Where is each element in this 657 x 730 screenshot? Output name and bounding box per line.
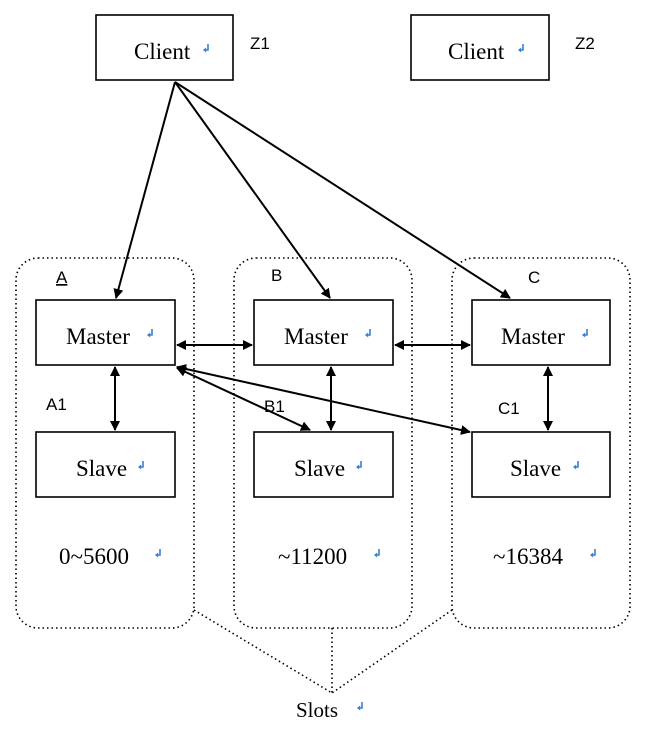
arrow-master-a-slave-c <box>176 364 471 435</box>
master-a-label: Master <box>66 324 130 349</box>
client-z2-tag: Z2 <box>575 34 595 53</box>
return-arrow-icon <box>154 548 161 559</box>
arrow-client-to-master-b <box>174 81 331 299</box>
group-a-container <box>15 257 195 629</box>
return-arrow-icon <box>356 701 363 712</box>
master-b-label: Master <box>284 324 348 349</box>
arrow-master-a-slave-b <box>176 367 311 431</box>
cluster-arrows <box>110 340 553 435</box>
group-b-range: ~11200 <box>278 544 347 569</box>
arrow-client-to-master-c <box>174 81 511 299</box>
master-c-box[interactable] <box>471 299 611 366</box>
client-z1-tag: Z1 <box>250 34 270 53</box>
client-arrows <box>113 81 511 299</box>
slave-b-label: Slave <box>294 456 345 481</box>
group-c-container <box>451 257 631 629</box>
slave-c-box[interactable] <box>471 431 611 498</box>
group-b-tag: B <box>271 266 282 285</box>
master-c-label: Master <box>501 324 565 349</box>
client-z1-box[interactable] <box>95 14 234 81</box>
slave-c-label: Slave <box>510 456 561 481</box>
group-c-range: ~16384 <box>493 544 563 569</box>
slots-connectors <box>193 609 453 694</box>
group-a-tag: A <box>56 268 68 287</box>
slave-a-tag: A1 <box>46 395 67 414</box>
slave-a-label: Slave <box>76 456 127 481</box>
return-arrow-icon <box>589 548 596 559</box>
arrow-client-to-master-a <box>113 81 176 299</box>
slave-c-tag: C1 <box>498 399 520 418</box>
client-z1-label: Client <box>134 39 191 64</box>
slave-a-box[interactable] <box>35 431 176 498</box>
slots-label: Slots <box>296 698 338 722</box>
group-a-range: 0~5600 <box>59 544 129 569</box>
group-b-container <box>233 257 413 629</box>
client-z2-label: Client <box>448 39 505 64</box>
group-c-tag: C <box>528 268 540 287</box>
client-z2-box[interactable] <box>410 14 550 81</box>
return-arrow-icon <box>373 548 380 559</box>
